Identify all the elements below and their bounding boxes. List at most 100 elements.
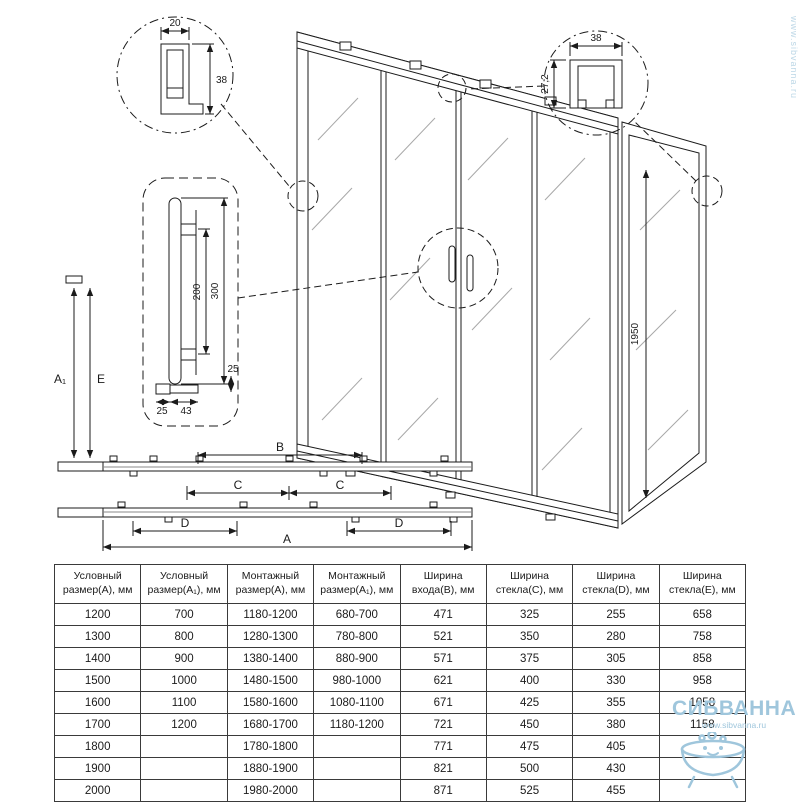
table-cell bbox=[313, 779, 401, 802]
dim-label-20: 20 bbox=[169, 18, 181, 29]
column-header: Ширина стекла(C), мм bbox=[485, 564, 574, 604]
table-cell: 1800 bbox=[53, 735, 142, 758]
column-header: Условный размер(A), мм bbox=[53, 564, 142, 604]
dim-label-d1: D bbox=[181, 516, 190, 530]
table-cell: 1200 bbox=[53, 603, 142, 626]
shower-enclosure-drawing: 1950 20 bbox=[54, 16, 723, 551]
table-cell: 330 bbox=[572, 669, 660, 692]
table-cell: 1100 bbox=[140, 691, 228, 714]
dim-label-a1: A₁ bbox=[54, 372, 66, 386]
table-cell: 1058 bbox=[658, 691, 747, 714]
table-cell: 425 bbox=[485, 691, 574, 714]
table-cell: 1180-1200 bbox=[313, 713, 401, 736]
table-cell: 900 bbox=[140, 647, 228, 670]
table-cell: 1680-1700 bbox=[226, 713, 315, 736]
table-cell: 305 bbox=[572, 647, 660, 670]
table-cell: 1980-2000 bbox=[226, 779, 315, 802]
dim-label-38-left: 38 bbox=[216, 75, 228, 86]
table-cell: 700 bbox=[140, 603, 228, 626]
dim-label-200: 200 bbox=[192, 283, 203, 300]
detail-markers bbox=[220, 73, 723, 309]
table-cell: 500 bbox=[485, 757, 574, 780]
table-cell: 521 bbox=[399, 625, 487, 648]
table-cell: 621 bbox=[399, 669, 487, 692]
table-cell: 405 bbox=[572, 735, 660, 758]
table-cell bbox=[658, 757, 747, 780]
table-cell: 525 bbox=[485, 779, 574, 802]
dim-label-25-side: 25 bbox=[227, 364, 239, 375]
size-table: Условный размер(A), мм Условный размер(A… bbox=[53, 564, 747, 802]
dim-label-c2: C bbox=[336, 478, 345, 492]
table-cell: 571 bbox=[399, 647, 487, 670]
table-cell: 1700 bbox=[53, 713, 142, 736]
dim-label-b: B bbox=[276, 440, 284, 454]
table-cell: 871 bbox=[399, 779, 487, 802]
detail-top-track-profile: 38 27,2 bbox=[540, 30, 649, 136]
table-cell: 1500 bbox=[53, 669, 142, 692]
table-cell: 771 bbox=[399, 735, 487, 758]
detail-handle: 200 300 25 25 43 bbox=[142, 177, 239, 427]
table-cell: 858 bbox=[658, 647, 747, 670]
table-cell: 800 bbox=[140, 625, 228, 648]
dim-label-25-base: 25 bbox=[156, 406, 168, 417]
table-cell: 1080-1100 bbox=[313, 691, 401, 714]
column-header: Монтажный размер(A), мм bbox=[226, 564, 315, 604]
table-cell: 455 bbox=[572, 779, 660, 802]
table-cell: 1480-1500 bbox=[226, 669, 315, 692]
table-cell: 430 bbox=[572, 757, 660, 780]
table-cell: 780-800 bbox=[313, 625, 401, 648]
table-cell: 325 bbox=[485, 603, 574, 626]
table-cell: 1000 bbox=[140, 669, 228, 692]
table-cell: 1580-1600 bbox=[226, 691, 315, 714]
detail-wall-profile: 20 38 bbox=[116, 16, 234, 134]
table-cell: 450 bbox=[485, 713, 574, 736]
table-cell: 2000 bbox=[53, 779, 142, 802]
table-cell bbox=[140, 757, 228, 780]
side-panel bbox=[621, 121, 707, 525]
dim-label-c1: C bbox=[234, 478, 243, 492]
table-cell: 1400 bbox=[53, 647, 142, 670]
table-cell: 880-900 bbox=[313, 647, 401, 670]
table-cell: 355 bbox=[572, 691, 660, 714]
table-cell: 1380-1400 bbox=[226, 647, 315, 670]
column-header: Монтажный размер(A₁), мм bbox=[313, 564, 401, 604]
table-cell bbox=[313, 757, 401, 780]
table-cell: 658 bbox=[658, 603, 747, 626]
table-cell: 980-1000 bbox=[313, 669, 401, 692]
dim-label-27-2: 27,2 bbox=[540, 74, 551, 94]
column-header: Ширина стекла(E), мм bbox=[658, 564, 747, 604]
table-cell: 380 bbox=[572, 713, 660, 736]
table-cell: 255 bbox=[572, 603, 660, 626]
table-cell: 471 bbox=[399, 603, 487, 626]
table-cell: 350 bbox=[485, 625, 574, 648]
table-cell: 671 bbox=[399, 691, 487, 714]
dim-label-1950: 1950 bbox=[630, 322, 641, 345]
column-header: Ширина стекла(D), мм bbox=[572, 564, 660, 604]
left-dimensions: A₁ E bbox=[54, 275, 105, 518]
dim-label-43-base: 43 bbox=[180, 406, 192, 417]
column-header: Ширина входа(B), мм bbox=[399, 564, 487, 604]
door-handles bbox=[448, 245, 474, 292]
table-cell: 1158 bbox=[658, 713, 747, 736]
table-cell bbox=[313, 735, 401, 758]
door-assembly: 1950 bbox=[220, 31, 723, 529]
table-cell: 280 bbox=[572, 625, 660, 648]
table-cell: 680-700 bbox=[313, 603, 401, 626]
dim-label-300: 300 bbox=[210, 282, 221, 299]
table-cell: 1180-1200 bbox=[226, 603, 315, 626]
dim-label-38-right: 38 bbox=[590, 33, 602, 44]
table-cell: 1200 bbox=[140, 713, 228, 736]
table-cell: 721 bbox=[399, 713, 487, 736]
dim-label-e: E bbox=[97, 372, 105, 386]
table-cell: 1900 bbox=[53, 757, 142, 780]
table-cell: 400 bbox=[485, 669, 574, 692]
table-cell: 475 bbox=[485, 735, 574, 758]
table-cell: 758 bbox=[658, 625, 747, 648]
table-cell: 1880-1900 bbox=[226, 757, 315, 780]
